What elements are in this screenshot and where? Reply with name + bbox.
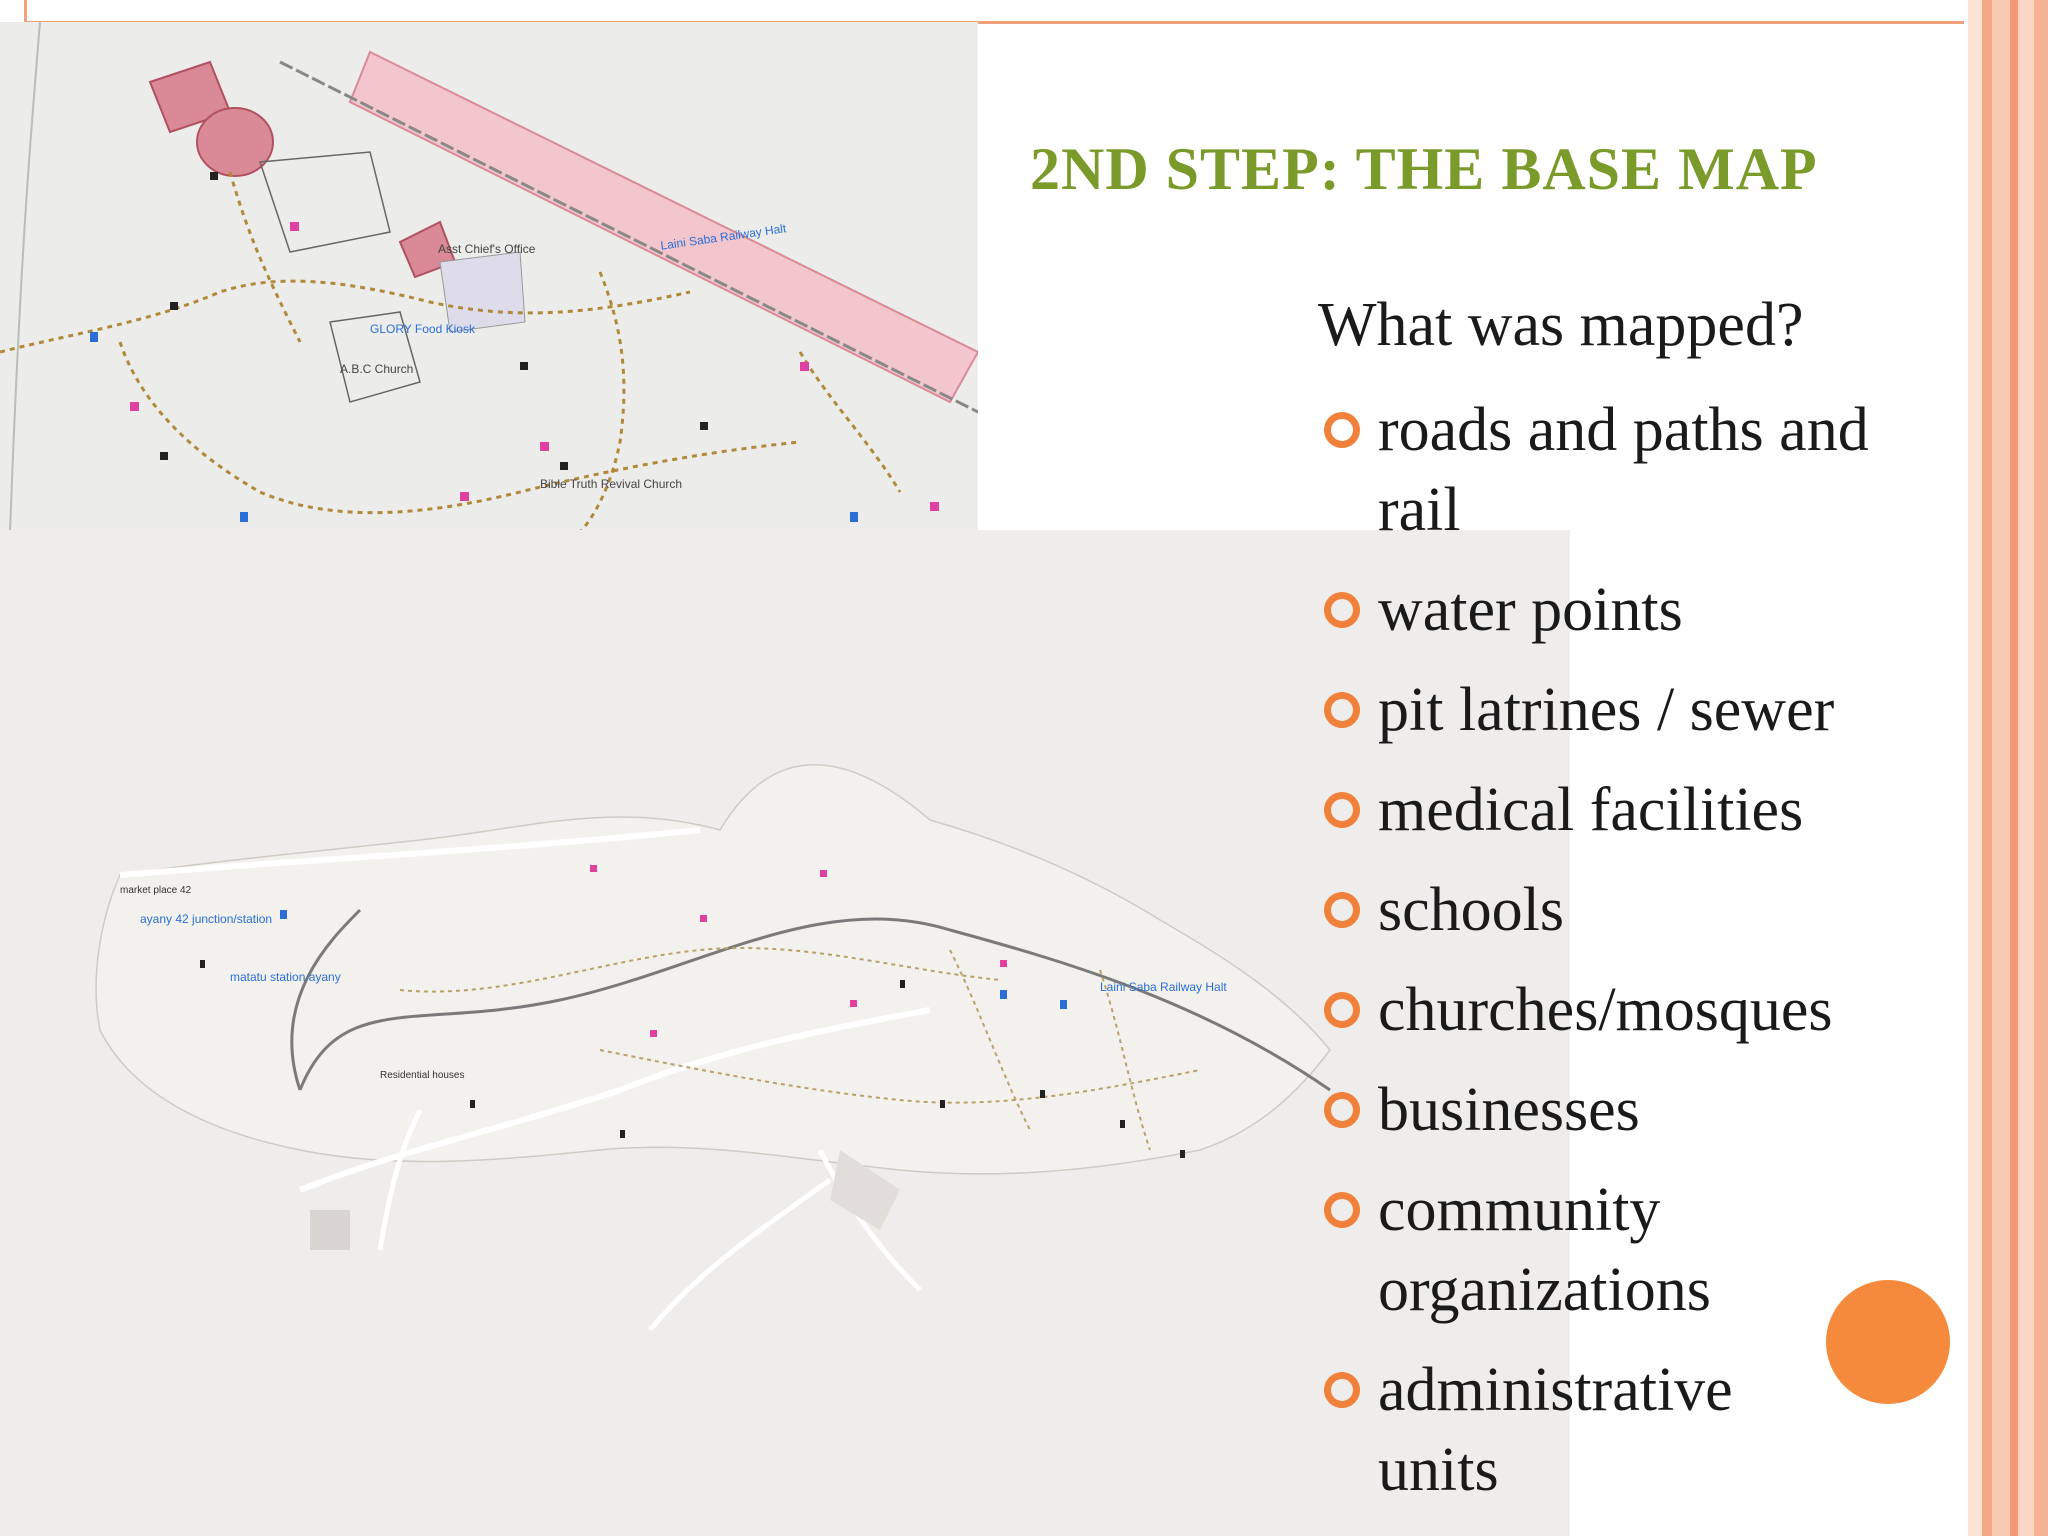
bullet-ring-icon [1324, 1192, 1360, 1228]
map-label: Residential houses [380, 1070, 465, 1081]
stripe [2018, 0, 2034, 1536]
list-item: roads and paths and rail [1316, 390, 2036, 550]
bullet-ring-icon [1324, 892, 1360, 928]
list-item: medical facilities [1316, 770, 2036, 850]
overview-map-drawing [0, 530, 1570, 1536]
list-item: water points [1316, 570, 2036, 650]
map-label: Bible Truth Revival Church [540, 477, 683, 491]
list-item: pit latrines / sewer [1316, 670, 2036, 750]
overview-map-image: market place 42 ayany 42 junction/statio… [0, 530, 1570, 1536]
mapped-items-list: roads and paths and rail water points pi… [1316, 390, 2036, 1530]
top-border-accent [24, 0, 1964, 24]
detailed-map-image: Asst Chief's Office A.B.C Church GLORY F… [0, 22, 978, 532]
list-item: churches/mosques [1316, 970, 2036, 1050]
map-label: A.B.C Church [340, 362, 414, 376]
map-label: GLORY Food Kiosk [370, 322, 475, 336]
map-label: Asst Chief's Office [438, 242, 536, 256]
stripe [2034, 0, 2048, 1536]
bullet-ring-icon [1324, 792, 1360, 828]
bullet-ring-icon [1324, 1372, 1360, 1408]
slide-question: What was mapped? [1318, 291, 1804, 359]
list-item: administrative units [1316, 1350, 2036, 1510]
slide-title: 2ND STEP: THE BASE MAP [1030, 136, 1818, 202]
map-label: matatu station ayany [230, 970, 341, 984]
decorative-stripes [1968, 0, 2048, 1536]
bullet-ring-icon [1324, 992, 1360, 1028]
stripe [2010, 0, 2018, 1536]
stripe [1982, 0, 1992, 1536]
map-label: Laini Saba Railway Halt [1100, 980, 1227, 994]
list-item: community organizations [1316, 1170, 2036, 1330]
bullet-ring-icon [1324, 1092, 1360, 1128]
stripe [1992, 0, 2010, 1536]
list-item: businesses [1316, 1070, 2036, 1150]
map-label: market place 42 [120, 885, 192, 896]
bullet-ring-icon [1324, 592, 1360, 628]
stripe [1968, 0, 1982, 1536]
decorative-orange-circle [1826, 1280, 1950, 1404]
map-label: ayany 42 junction/station [140, 912, 273, 926]
bullet-ring-icon [1324, 412, 1360, 448]
detailed-map-drawing [0, 22, 978, 532]
bullet-ring-icon [1324, 692, 1360, 728]
list-item: schools [1316, 870, 2036, 950]
